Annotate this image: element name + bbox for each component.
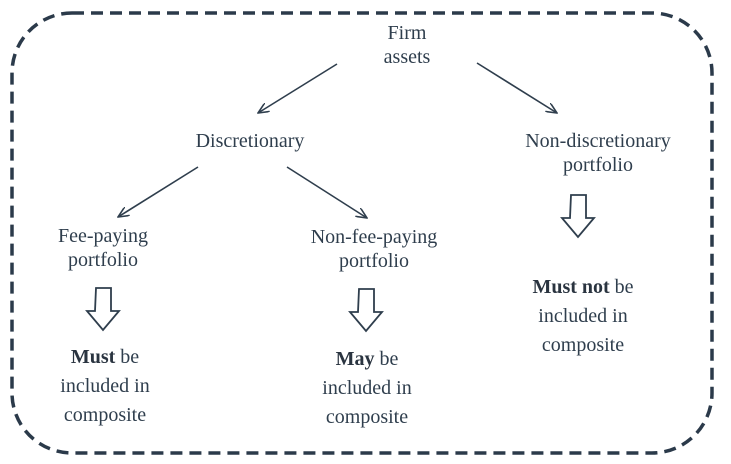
node-firm-assets: Firm assets: [357, 21, 457, 69]
outcome-non-discretionary-rest: be: [609, 276, 634, 298]
node-non-fee-paying: Non-fee-paying portfolio: [289, 225, 459, 273]
firm-assets-line2: assets: [383, 46, 431, 68]
outcome-non-fee-paying: May be included in composite: [302, 345, 432, 432]
arrow-discretionary-to-non-fee-paying: [286, 166, 367, 218]
fee-paying-line2: portfolio: [68, 249, 138, 271]
non-discretionary-line1: Non-discretionary: [525, 130, 671, 152]
dashed-border: [10, 11, 714, 455]
outcome-non-fee-paying-bold: May: [335, 348, 375, 370]
outcome-fee-paying: Must be included in composite: [40, 343, 170, 430]
down-arrow-fee-paying: [85, 287, 121, 332]
firm-assets-line1: Firm: [387, 22, 427, 44]
outcome-non-fee-paying-line3: composite: [325, 406, 409, 428]
node-non-discretionary: Non-discretionary portfolio: [498, 129, 698, 177]
outcome-non-discretionary-line3: composite: [541, 334, 625, 356]
down-arrow-non-fee-paying: [348, 288, 384, 333]
down-arrow-non-discretionary: [560, 194, 596, 239]
outcome-fee-paying-line3: composite: [63, 404, 147, 426]
non-discretionary-line2: portfolio: [563, 154, 633, 176]
arrow-firm-to-non-discretionary: [476, 62, 557, 113]
outcome-non-discretionary: Must not be included in composite: [508, 273, 658, 360]
node-fee-paying: Fee-paying portfolio: [38, 224, 168, 272]
outcome-non-discretionary-bold: Must not: [532, 276, 610, 298]
arrow-firm-to-discretionary: [258, 63, 338, 113]
outcome-fee-paying-bold: Must: [70, 346, 116, 368]
outcome-fee-paying-rest: be: [115, 346, 140, 368]
non-fee-paying-line2: portfolio: [339, 250, 409, 272]
fee-paying-line1: Fee-paying: [58, 225, 148, 247]
arrow-discretionary-to-fee-paying: [118, 166, 199, 217]
outcome-non-discretionary-line2: included in: [538, 305, 628, 327]
non-fee-paying-line1: Non-fee-paying: [310, 226, 438, 248]
node-discretionary: Discretionary: [195, 130, 305, 152]
outcome-fee-paying-line2: included in: [60, 375, 150, 397]
outcome-non-fee-paying-rest: be: [374, 348, 399, 370]
outcome-non-fee-paying-line2: included in: [322, 377, 412, 399]
